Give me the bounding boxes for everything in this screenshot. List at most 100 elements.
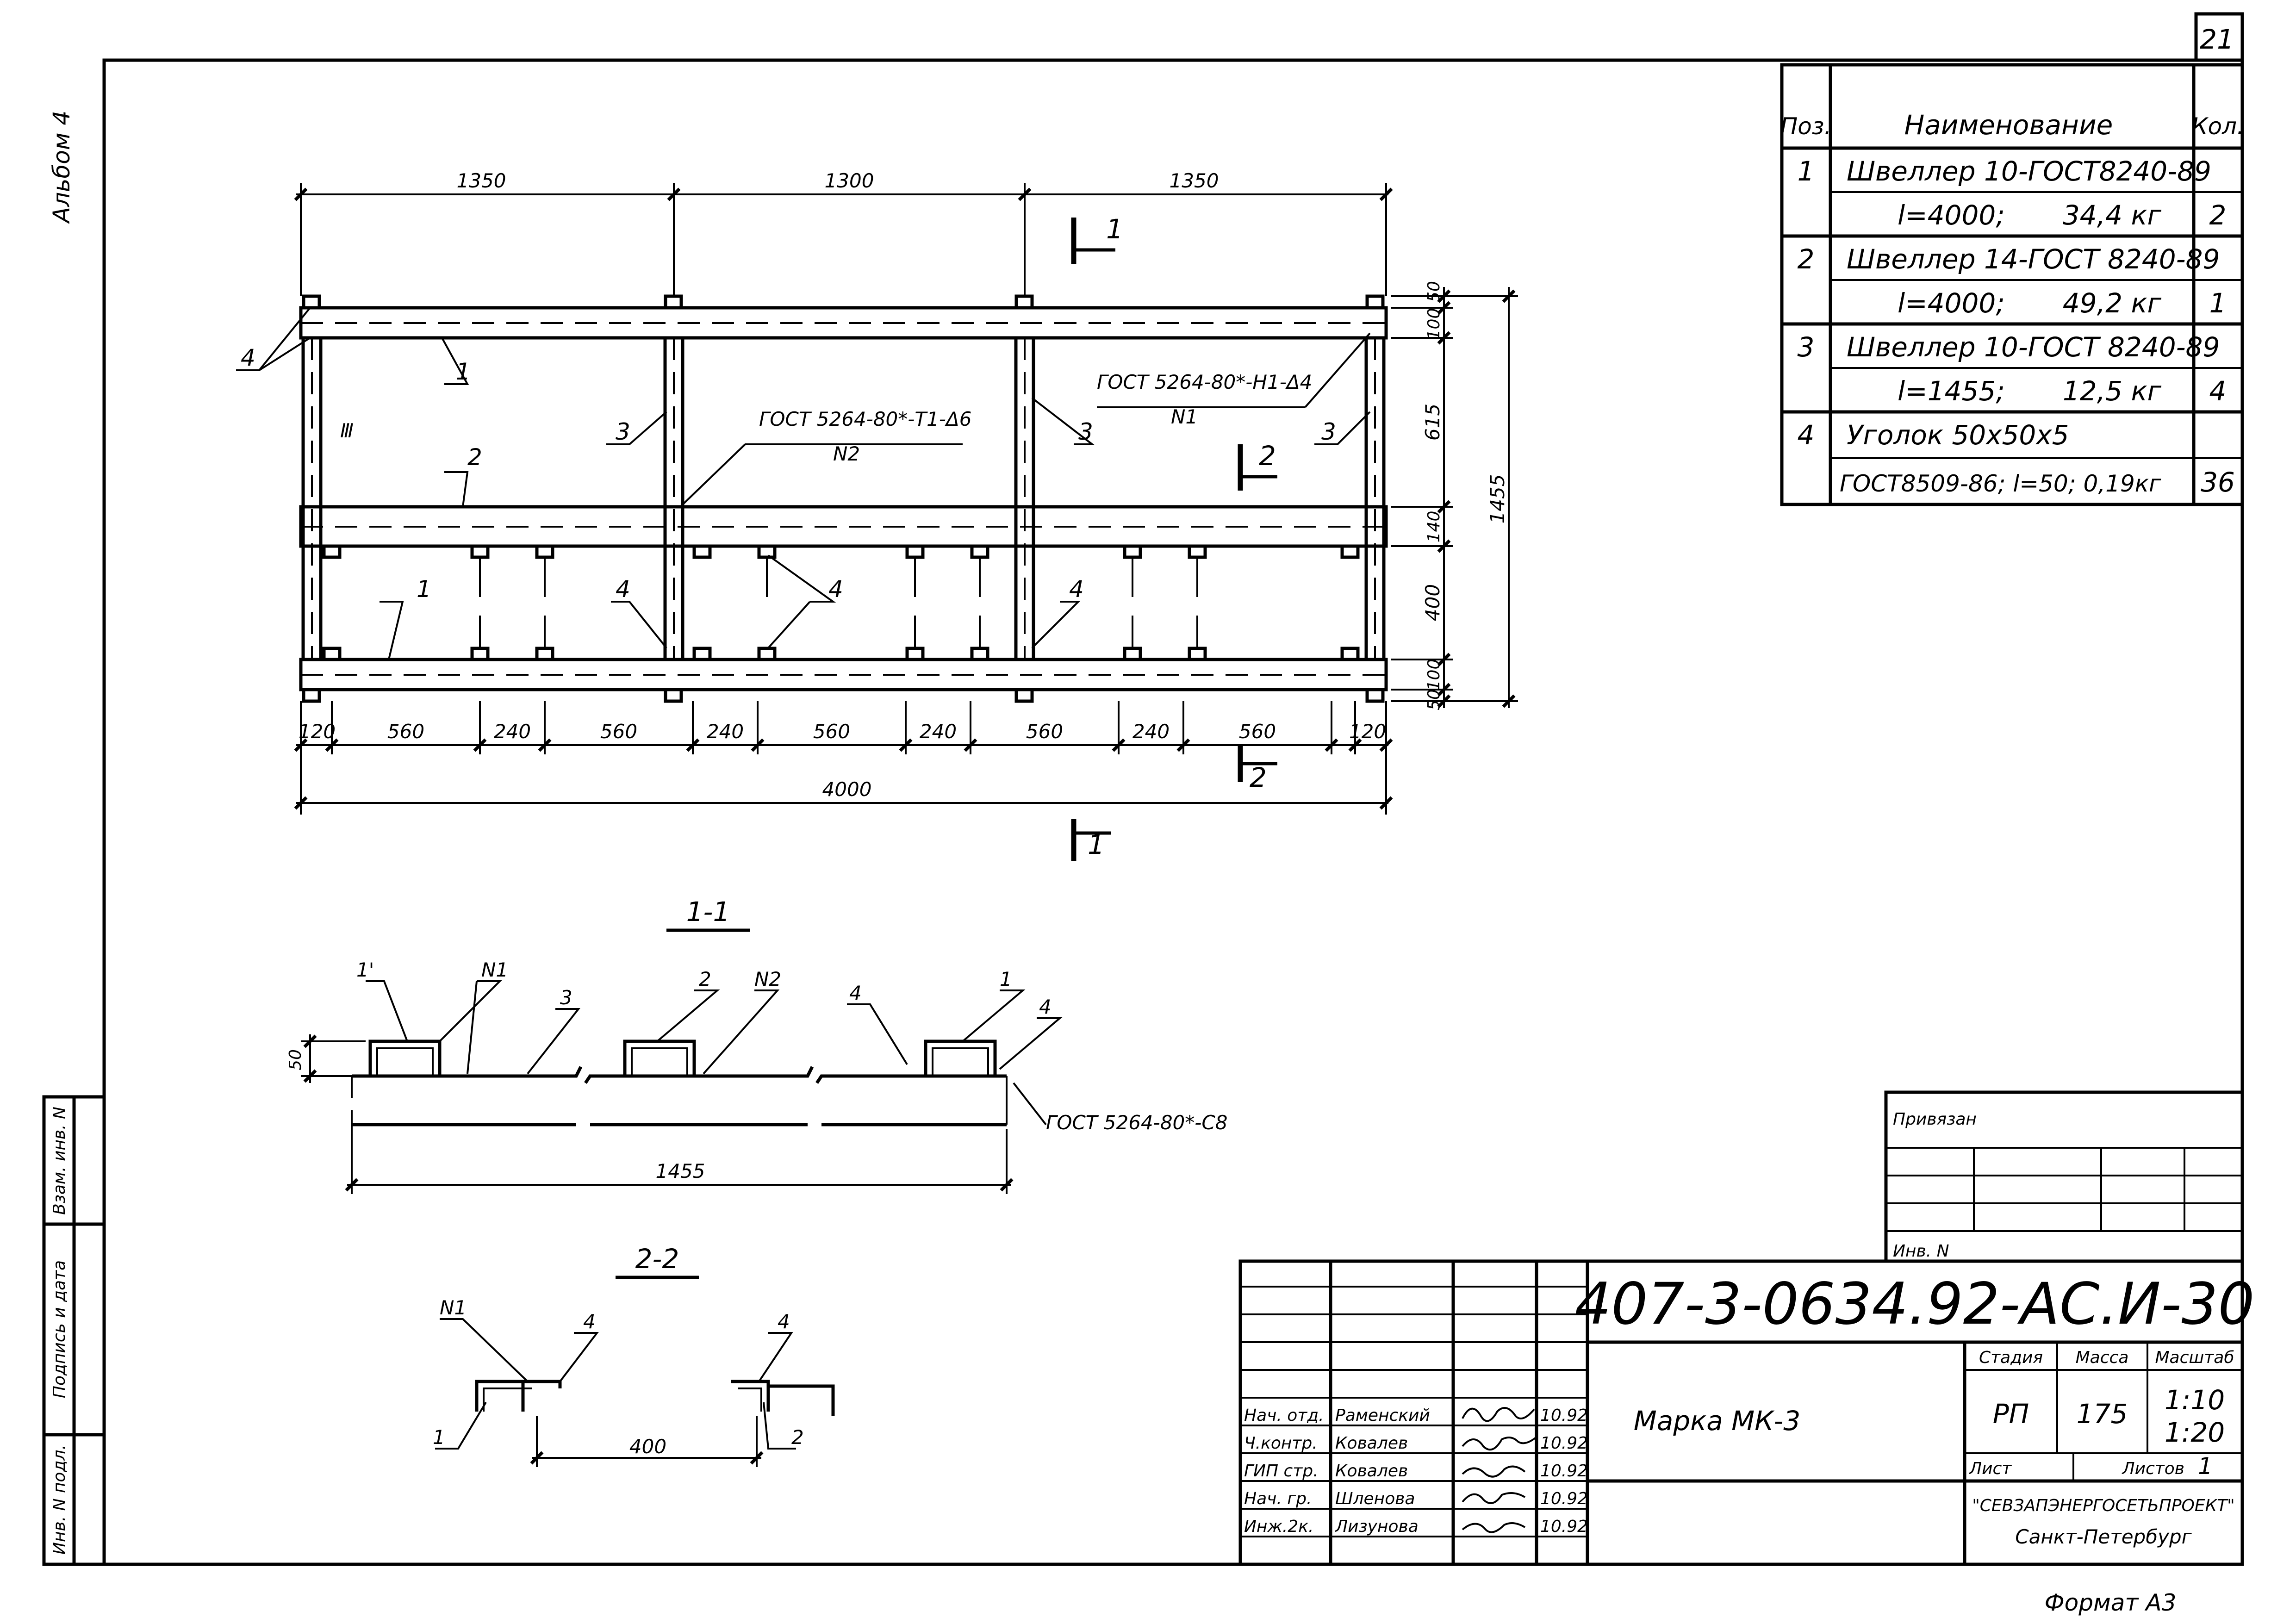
dim-label: 120: [299, 720, 336, 743]
position-label: 1: [456, 358, 471, 385]
position-label: 3: [616, 418, 630, 445]
stage-value: РП: [1993, 1398, 2029, 1430]
organization: "СЕВЗАПЭНЕРГОСЕТЬПРОЕКТ": [1972, 1496, 2235, 1515]
staff-role: Нач. отд.: [1244, 1406, 1324, 1425]
dim-label: 560: [387, 720, 424, 743]
section-22-view: [435, 1318, 835, 1467]
section-label: N1: [481, 958, 508, 981]
weld-note-2-id: N1: [1171, 405, 1198, 428]
item-name: Марка МК-3: [1634, 1405, 1800, 1437]
staff-date: 10.92: [1540, 1434, 1588, 1453]
position-label: 3: [1321, 418, 1336, 445]
mass-value: 175: [2077, 1398, 2128, 1430]
spec-row-pos: 1: [1798, 156, 1815, 187]
spec-row-name: l=4000;: [1898, 199, 2005, 231]
inv-no-label: Инв. N: [1893, 1242, 1949, 1261]
spec-header-name: Наименование: [1904, 109, 2113, 141]
staff-role: Ч.контр.: [1244, 1434, 1318, 1453]
section-label: 1': [356, 958, 374, 981]
spec-row-mass: 49,2 кг: [2063, 287, 2162, 319]
dim-label: 400: [1421, 584, 1444, 621]
spec-row-qty: 4: [2209, 375, 2227, 407]
staff-date: 10.92: [1540, 1462, 1588, 1481]
side-stamp: [42, 1095, 106, 1566]
sheet-frame: [102, 12, 2244, 1566]
spec-row-pos: 4: [1798, 419, 1815, 451]
position-label: 2: [467, 444, 482, 471]
position-label: 4: [616, 576, 630, 603]
dim-label: 560: [600, 720, 637, 743]
staff-name: Ковалев: [1335, 1462, 1408, 1481]
dim-label: 240: [707, 720, 744, 743]
staff-role: Инж.2к.: [1244, 1517, 1313, 1536]
position-label: 3: [1078, 418, 1093, 445]
dim-label: 1350: [1170, 169, 1219, 192]
spec-row-name: Швеллер 14-ГОСТ 8240-89: [1847, 243, 2220, 275]
spec-row-qty: 36: [2201, 467, 2235, 498]
spec-header-qty: Кол.: [2191, 113, 2244, 140]
section-label: 3: [560, 986, 572, 1009]
dim-label: 1455: [1486, 474, 1509, 524]
section-label: N1: [440, 1296, 467, 1319]
side-stamp-inv: Инв. N подл.: [50, 1444, 69, 1555]
staff-role: Нач. гр.: [1244, 1489, 1312, 1508]
section-11-title: 1-1: [686, 896, 730, 927]
section-22-title: 2-2: [635, 1243, 679, 1275]
dim-label: 1350: [457, 169, 506, 192]
dim-label: 615: [1421, 404, 1444, 441]
spec-row-qty: 1: [2209, 287, 2227, 319]
plan-view: [236, 183, 1518, 861]
title-block: [1238, 1090, 2244, 1566]
weld-note-1: ГОСТ 5264-80*-Т1-Δ6: [759, 408, 971, 430]
city: Санкт-Петербург: [2015, 1525, 2192, 1548]
scale-value-2: 1:20: [2165, 1417, 2225, 1448]
weld-note-2: ГОСТ 5264-80*-Н1-Δ4: [1097, 371, 1312, 393]
position-label: 4: [1069, 576, 1084, 603]
scale-label: Масштаб: [2155, 1348, 2234, 1367]
section-11-weld-note: ГОСТ 5264-80*-С8: [1046, 1111, 1227, 1134]
staff-name: Ковалев: [1335, 1434, 1408, 1453]
sheets-count: 1: [2198, 1453, 2213, 1480]
section-label: 4: [778, 1310, 790, 1333]
dim-label: 4000: [822, 778, 872, 801]
spec-row-name: Швеллер 10-ГОСТ 8240-89: [1847, 331, 2220, 363]
dim-label: 240: [920, 720, 957, 743]
section-11-view: [301, 980, 1063, 1194]
spec-row-name: Швеллер 10-ГОСТ8240-89: [1847, 156, 2211, 187]
dim-label: 560: [1026, 720, 1063, 743]
album-label: Альбом 4: [48, 111, 75, 224]
spec-row-mass: 12,5 кг: [2063, 375, 2162, 407]
spec-header-pos: Поз.: [1780, 113, 1832, 140]
dim-label: 50: [1425, 281, 1444, 302]
dim-label: 50: [286, 1049, 305, 1070]
section-label: 4: [583, 1310, 596, 1333]
spec-row-name: ГОСТ8509-86; l=50; 0,19кг: [1840, 470, 2161, 497]
position-label: 4: [828, 576, 843, 603]
section-label: N2: [754, 968, 781, 990]
dim-label: 560: [1239, 720, 1276, 743]
side-stamp-podpis: Подпись и дата: [50, 1260, 69, 1398]
dim-label: 100: [1425, 659, 1444, 691]
dim-label: 240: [494, 720, 531, 743]
dim-label: 100: [1425, 308, 1444, 340]
scale-value-1: 1:10: [2165, 1384, 2225, 1416]
spec-row-name: l=4000;: [1898, 287, 2005, 319]
dim-label: 1455: [656, 1160, 705, 1182]
format-label: Формат А3: [2045, 1589, 2177, 1616]
staff-role: ГИП стр.: [1244, 1462, 1319, 1481]
weld-note-1-id: N2: [833, 442, 860, 465]
position-label: 4: [241, 344, 255, 371]
side-stamp-vzam: Взам. инв. N: [50, 1107, 69, 1215]
section-label: 2: [699, 968, 711, 990]
attached-label: Привязан: [1893, 1110, 1977, 1129]
section-mark: 1: [1106, 213, 1123, 245]
dim-label: 400: [629, 1435, 666, 1458]
spec-row-mass: 34,4 кг: [2063, 199, 2162, 231]
sheets-label: Листов: [2122, 1459, 2184, 1478]
staff-date: 10.92: [1540, 1489, 1588, 1508]
sheet-number: 21: [2200, 24, 2234, 55]
spec-row-pos: 3: [1798, 331, 1815, 363]
spec-row-name: l=1455;: [1898, 375, 2005, 407]
section-label: 2: [791, 1426, 804, 1449]
